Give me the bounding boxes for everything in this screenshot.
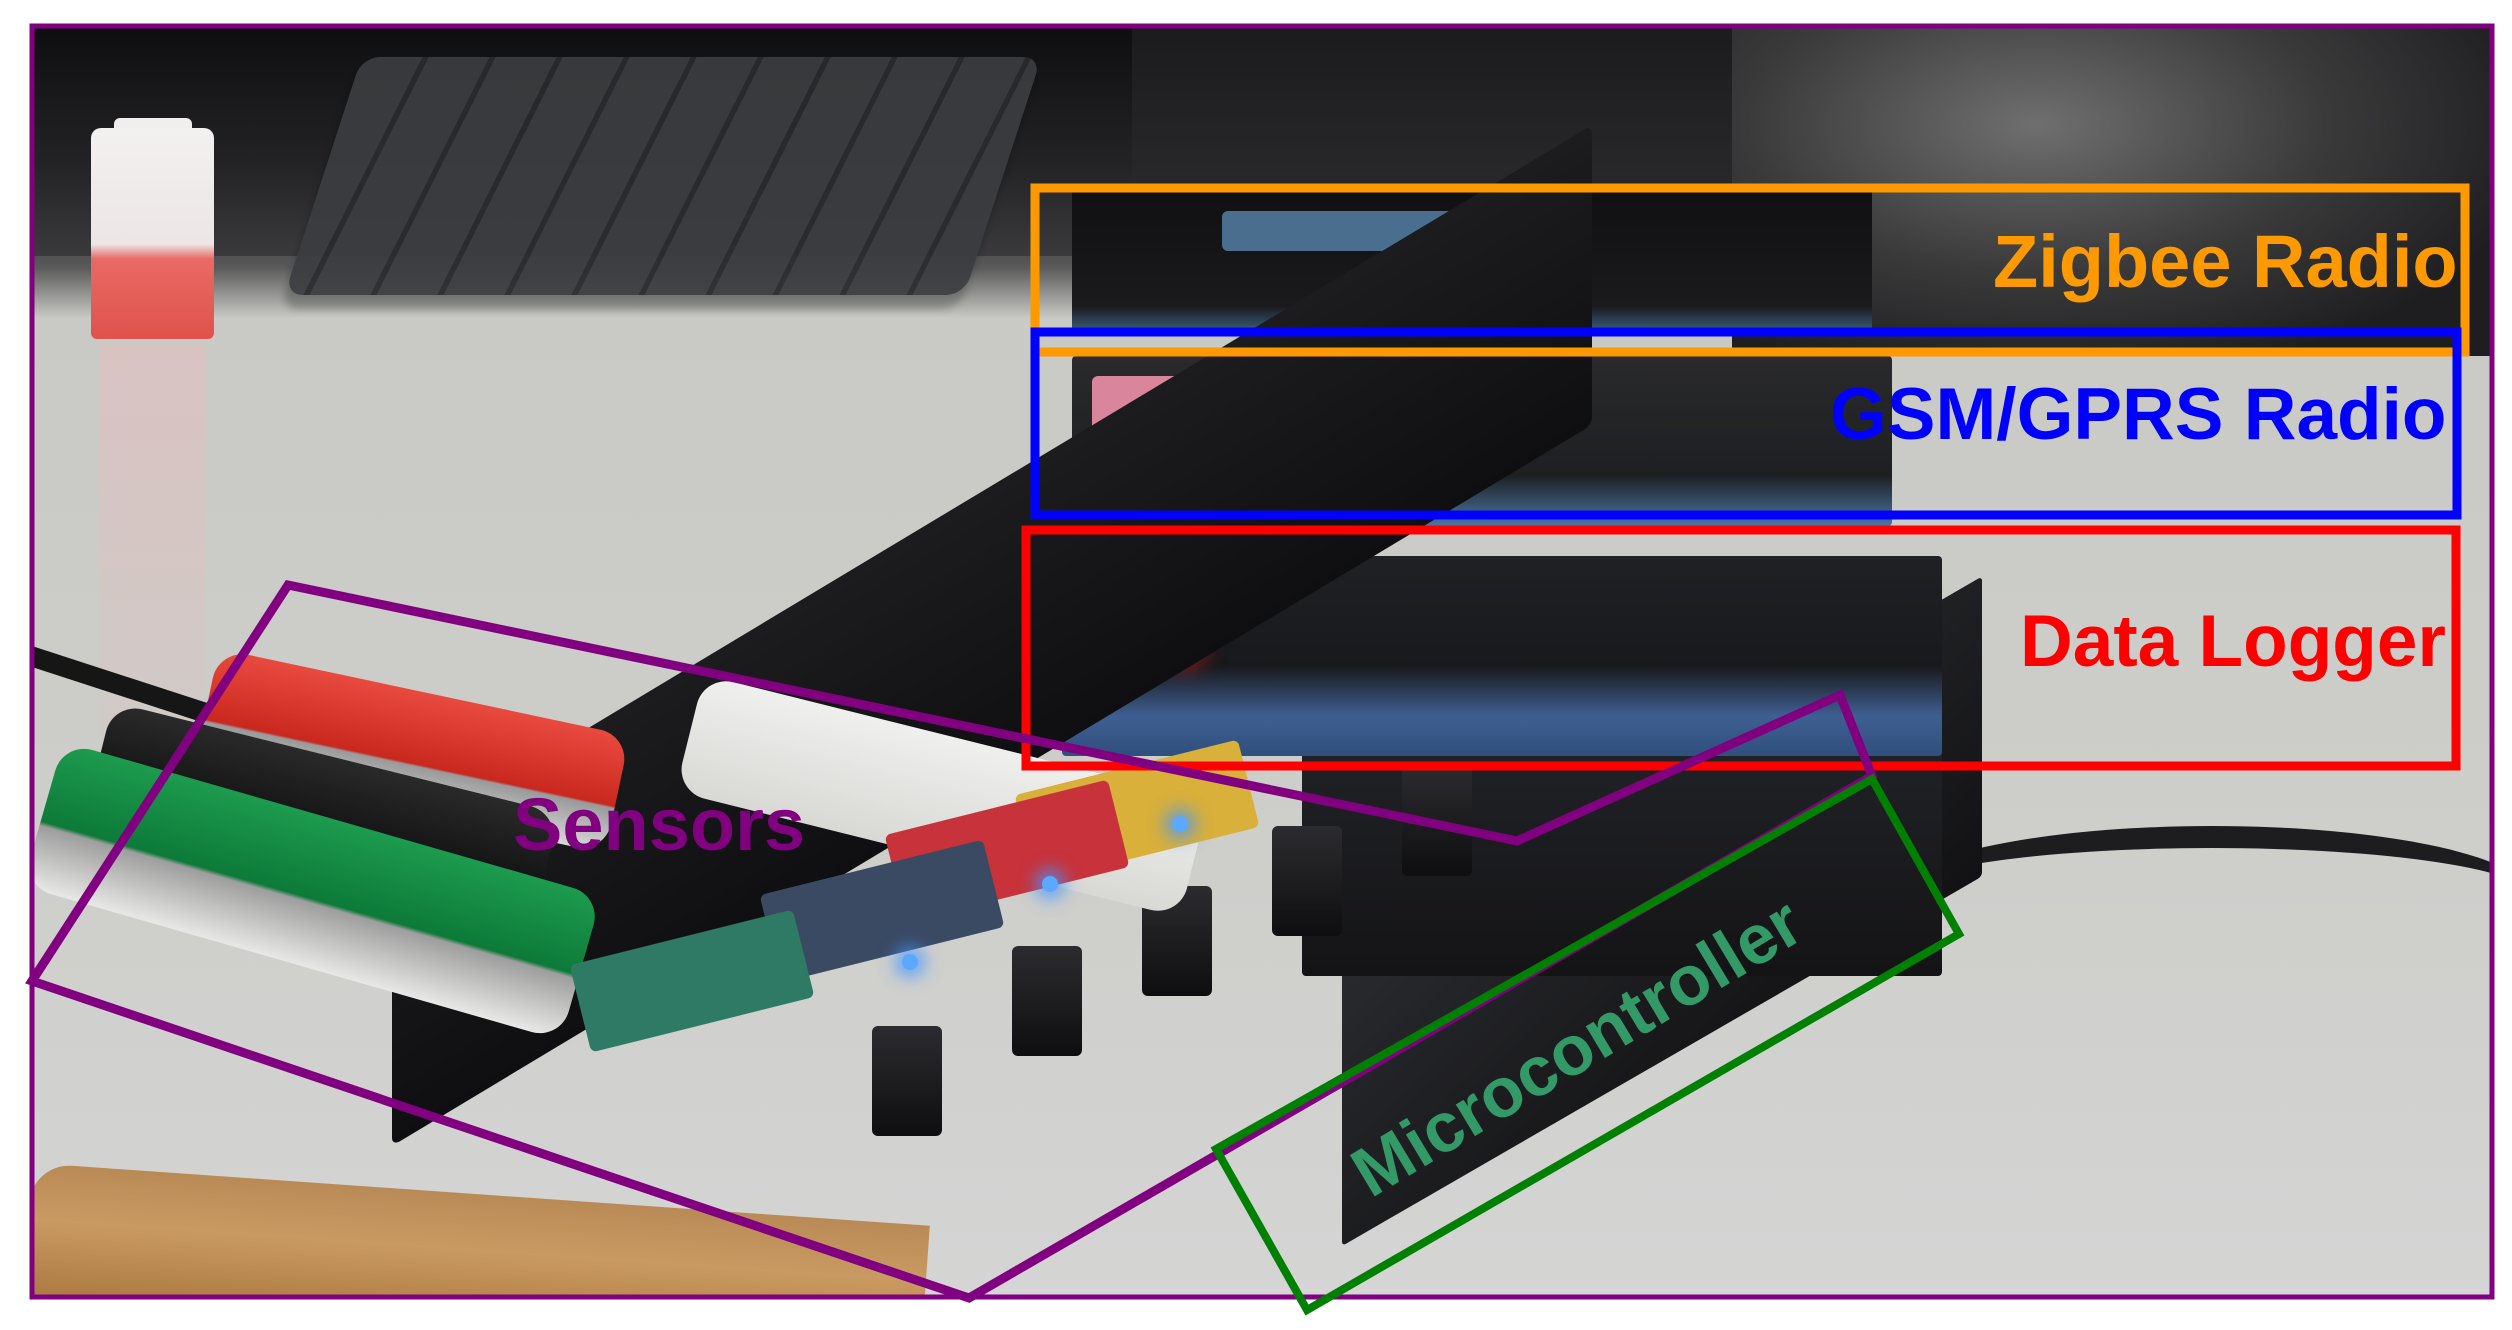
jumper (1012, 946, 1082, 1056)
jumper (1272, 826, 1342, 936)
microcontroller-box (1210, 773, 1965, 1316)
zigbee-radio-label: Zigbee Radio (1993, 220, 2458, 303)
led-icon (1042, 876, 1058, 892)
figure-frame (29, 23, 2495, 1300)
gsm-gprs-radio-label: GSM/GPRS Radio (1830, 374, 2447, 455)
led-icon (1172, 816, 1188, 832)
hardware-photo (32, 26, 2492, 1297)
sensors-outline (25, 579, 1878, 1303)
led-icon (902, 954, 918, 970)
data-logger-label: Data Logger (2020, 601, 2446, 682)
data-logger-box (1021, 525, 2461, 771)
sensors-label: Sensors (513, 783, 806, 866)
zigbee-box (1030, 183, 2470, 357)
sample-bottle (91, 128, 214, 339)
gsm-box (1030, 327, 2462, 520)
jumper (872, 1026, 942, 1136)
